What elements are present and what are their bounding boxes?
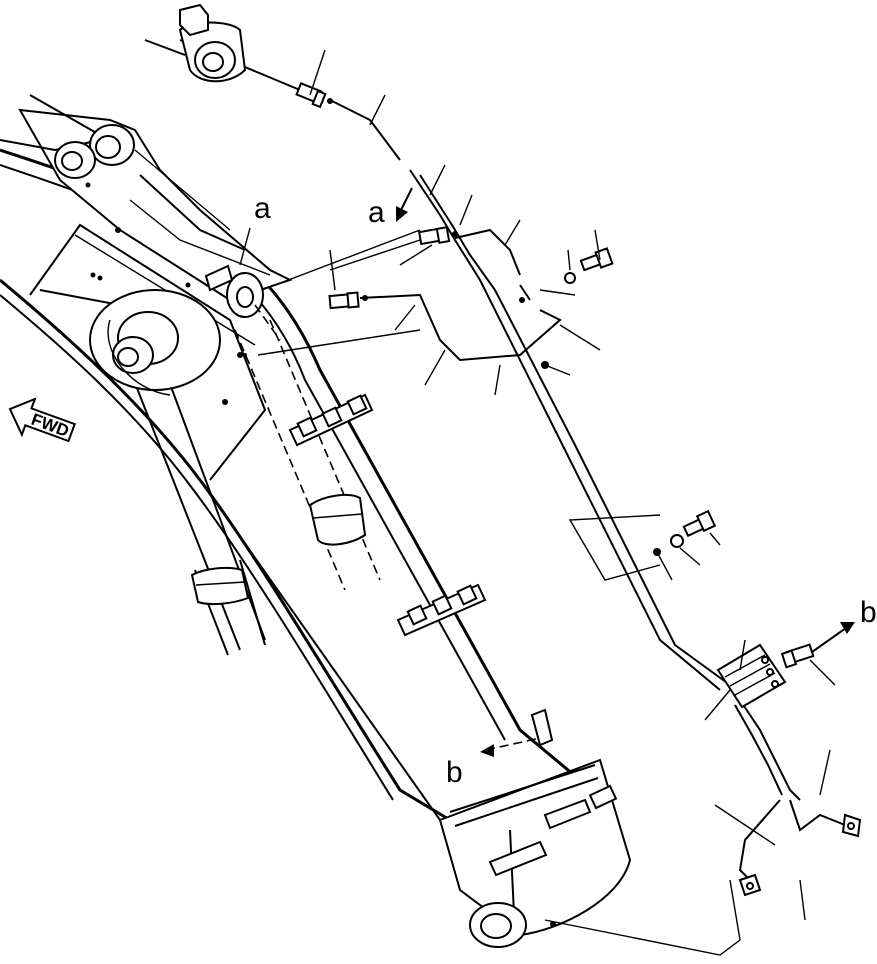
clamp-block-upper — [288, 393, 374, 447]
detail-label-b-right: b — [860, 596, 877, 629]
boom-lift-cylinder — [89, 289, 266, 656]
bolt-upper — [564, 247, 614, 284]
arrow-b-right-head — [840, 622, 855, 634]
manifold-block — [716, 643, 787, 709]
remote-device-top — [144, 3, 247, 83]
boom-foot-bracket — [0, 94, 293, 302]
fwd-label: FWD — [29, 410, 72, 441]
fittings — [237, 82, 862, 927]
arm-cylinder-hidden — [226, 272, 381, 591]
elbow-lower-left — [738, 873, 762, 897]
elbow-lower-right — [841, 813, 862, 838]
fitting-top — [295, 82, 333, 109]
fwd-direction-marker: FWD — [8, 397, 76, 443]
arrow-b-right-shaft — [811, 627, 847, 653]
detail-label-b-lower: b — [446, 756, 463, 789]
clamp-block-top — [204, 264, 234, 292]
fwd-arrow-icon — [8, 397, 76, 443]
fitting-b — [780, 643, 815, 669]
detail-label-a-upper: a — [254, 192, 271, 225]
clamp-block-lower — [488, 708, 618, 877]
bolt-middle — [670, 509, 717, 548]
clamp-block-middle — [396, 583, 487, 637]
pipe-clamps — [204, 264, 618, 877]
callout-leaders — [239, 49, 836, 921]
detail-arrows — [396, 187, 855, 757]
arrow-b-lower-head — [480, 744, 494, 757]
arrow-a-head — [396, 206, 408, 222]
arrow-a-shaft — [399, 187, 413, 213]
arrow-b-lower-shaft — [485, 737, 541, 751]
detail-label-a-lower: a — [368, 196, 385, 229]
fitting-a-lower — [328, 291, 368, 310]
fitting-a-upper — [417, 226, 458, 246]
